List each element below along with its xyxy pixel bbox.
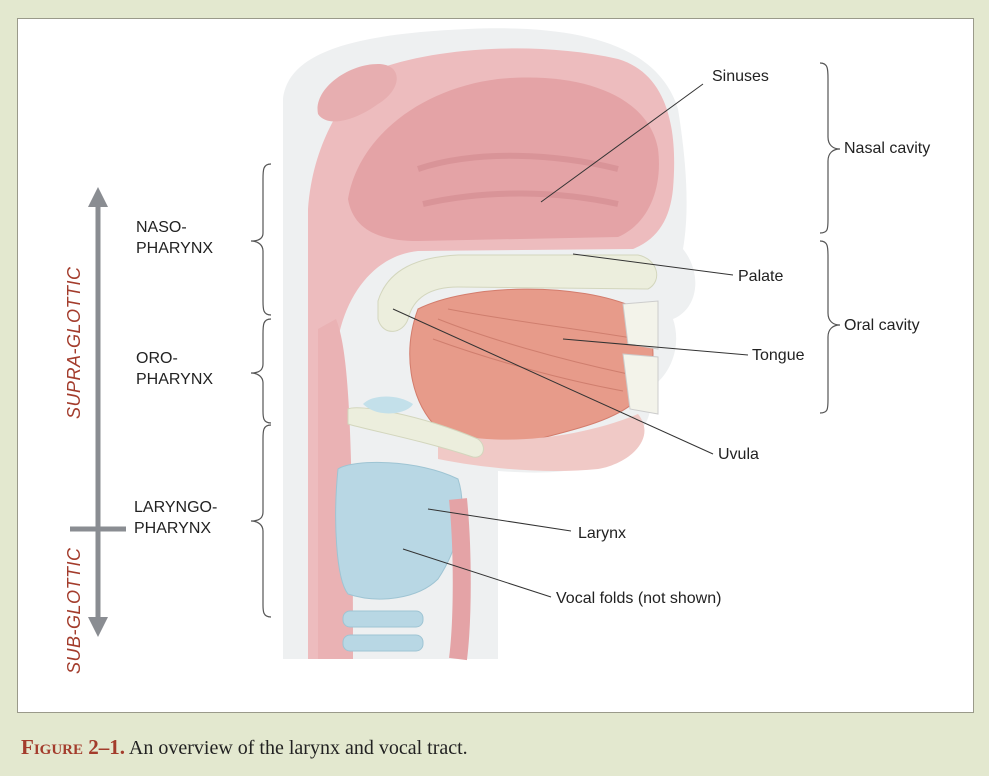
label-supra-glottic: SUPRA-GLOTTIC xyxy=(64,266,85,419)
label-vocal-folds: Vocal folds (not shown) xyxy=(556,589,721,609)
teeth xyxy=(623,301,658,349)
label-palate: Palate xyxy=(738,267,783,287)
figure-caption: Figure 2–1. An overview of the larynx an… xyxy=(21,735,468,760)
label-tongue: Tongue xyxy=(752,346,805,366)
naso-brace xyxy=(251,164,271,315)
figure-caption-text: An overview of the larynx and vocal trac… xyxy=(125,737,468,759)
figure-panel: Sinuses Nasal cavity Palate Oral cavity … xyxy=(17,18,974,713)
label-oropharynx: ORO- PHARYNX xyxy=(136,348,213,390)
laryngo-brace xyxy=(251,425,271,617)
trachea-ring xyxy=(343,635,423,651)
label-nasal-cavity: Nasal cavity xyxy=(844,139,930,159)
label-sub-glottic: SUB-GLOTTIC xyxy=(64,547,85,674)
oro-brace xyxy=(251,319,271,423)
nasal-cavity-brace xyxy=(820,63,840,233)
figure-number: Figure 2–1. xyxy=(21,735,125,759)
label-nasopharynx: NASO- PHARYNX xyxy=(136,217,213,259)
label-oral-cavity: Oral cavity xyxy=(844,316,920,336)
oral-cavity-brace xyxy=(820,241,840,413)
label-larynx: Larynx xyxy=(578,524,626,544)
label-laryngopharynx: LARYNGO- PHARYNX xyxy=(134,497,217,539)
label-sinuses: Sinuses xyxy=(712,67,769,87)
trachea-ring xyxy=(343,611,423,627)
label-uvula: Uvula xyxy=(718,445,759,465)
